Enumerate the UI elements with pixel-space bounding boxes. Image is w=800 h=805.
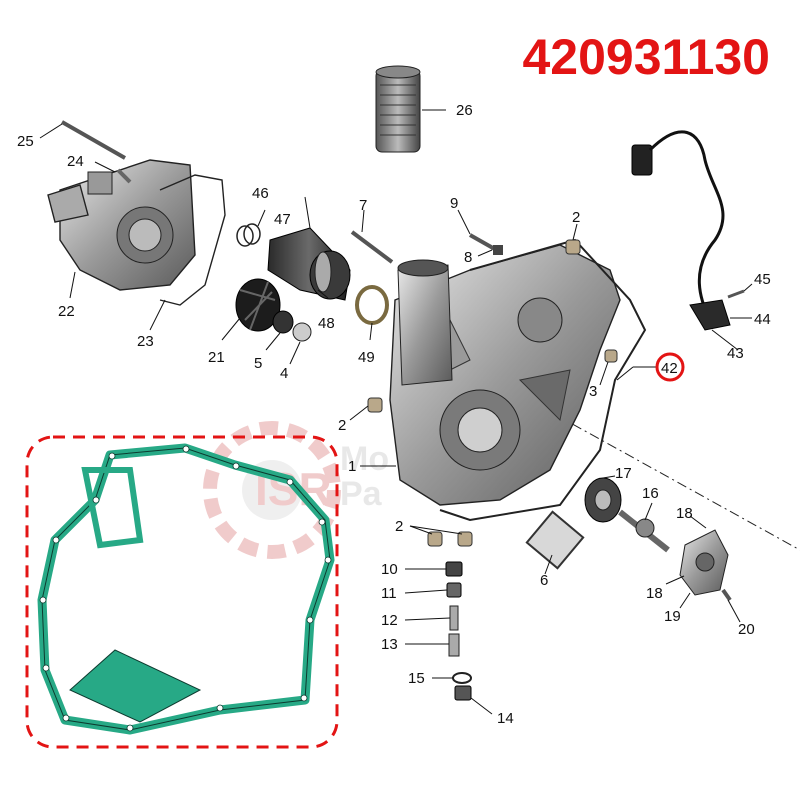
part-number-title: 420931130: [522, 29, 770, 85]
highlight-circle: [655, 352, 685, 382]
callout-12: 12: [381, 612, 398, 629]
oil-filter: [375, 65, 421, 153]
callout-3: 3: [589, 383, 597, 400]
screw-8-head: [493, 245, 503, 255]
dowel-2-mid: [367, 397, 383, 413]
callout-7: 7: [359, 197, 367, 214]
callout-8: 8: [464, 249, 472, 266]
callout-26: 26: [456, 102, 473, 119]
oil-pump-cover: [679, 529, 729, 596]
callout-10: 10: [381, 561, 398, 578]
callout-2-mid: 2: [338, 417, 346, 434]
dowel-2a: [427, 531, 443, 547]
callout-25: 25: [17, 133, 34, 150]
axis-line: [519, 394, 800, 551]
callout-14: 14: [497, 710, 514, 727]
callout-42: 42: [661, 360, 678, 377]
speed-sensor: [631, 130, 745, 331]
bolt-7: [350, 230, 394, 264]
callout-45: 45: [754, 271, 771, 288]
callout-11: 11: [381, 585, 397, 602]
oil-strainer-6: [525, 510, 585, 570]
screw-24: [116, 168, 132, 184]
callout-15: 15: [408, 670, 425, 687]
callout-2-bottom: 2: [395, 518, 403, 535]
callout-24: 24: [67, 153, 84, 170]
callout-9: 9: [450, 195, 458, 212]
leader-lines: [39, 109, 753, 715]
callout-1: 1: [348, 458, 356, 475]
callout-20: 20: [738, 621, 755, 638]
callout-4: 4: [280, 365, 288, 382]
water-pump-shaft: [267, 227, 351, 301]
dowel-2b: [457, 531, 473, 547]
cover-gasket: [439, 238, 647, 522]
callout-19: 19: [664, 608, 681, 625]
callout-13: 13: [381, 636, 398, 653]
oil-pump-shaft: [618, 509, 670, 553]
impeller: [235, 278, 281, 332]
callout-5: 5: [254, 355, 262, 372]
callout-18-bottom: 18: [646, 585, 663, 602]
callout-18-top: 18: [676, 505, 693, 522]
filter-housing: [397, 259, 453, 386]
spring-13: [448, 633, 460, 657]
dowel-3: [604, 349, 618, 363]
ring-49: [355, 285, 389, 325]
callout-2-top: 2: [572, 209, 580, 226]
seal-5: [272, 310, 294, 334]
piston-11: [446, 582, 462, 598]
callout-23: 23: [137, 333, 154, 350]
callout-6: 6: [540, 572, 548, 589]
o-ring-47a: [236, 225, 254, 247]
screw-20: [721, 588, 732, 602]
callout-47: 47: [274, 211, 291, 228]
spring-12: [449, 605, 459, 631]
callout-16: 16: [642, 485, 659, 502]
o-ring-15: [452, 672, 472, 684]
gasket-42-detail: [37, 443, 335, 735]
gasket-highlight-box: [25, 435, 339, 749]
water-pump-housing: [47, 159, 196, 291]
callout-labels: 25 24 22 23 26 46 47 48 49 21 5 4 7 9 8 …: [17, 102, 771, 727]
o-ring-47b: [243, 223, 261, 245]
bolt-25: [61, 120, 126, 160]
callout-46: 46: [252, 185, 269, 202]
callout-21: 21: [208, 349, 225, 366]
watermark-line2: Pa: [340, 475, 383, 513]
callout-43: 43: [727, 345, 744, 362]
callout-49: 49: [358, 349, 375, 366]
plug-14: [454, 685, 472, 701]
callout-48: 48: [318, 315, 335, 332]
oil-pump-rotor: [584, 477, 622, 523]
bearing-4: [292, 322, 312, 342]
callout-22: 22: [58, 303, 75, 320]
callout-44: 44: [754, 311, 771, 328]
water-pump-gasket: [159, 174, 226, 306]
plug-10: [445, 561, 463, 577]
callout-17: 17: [615, 465, 632, 482]
watermark-line1: Mo: [340, 440, 389, 478]
dowel-2-top: [565, 239, 581, 255]
